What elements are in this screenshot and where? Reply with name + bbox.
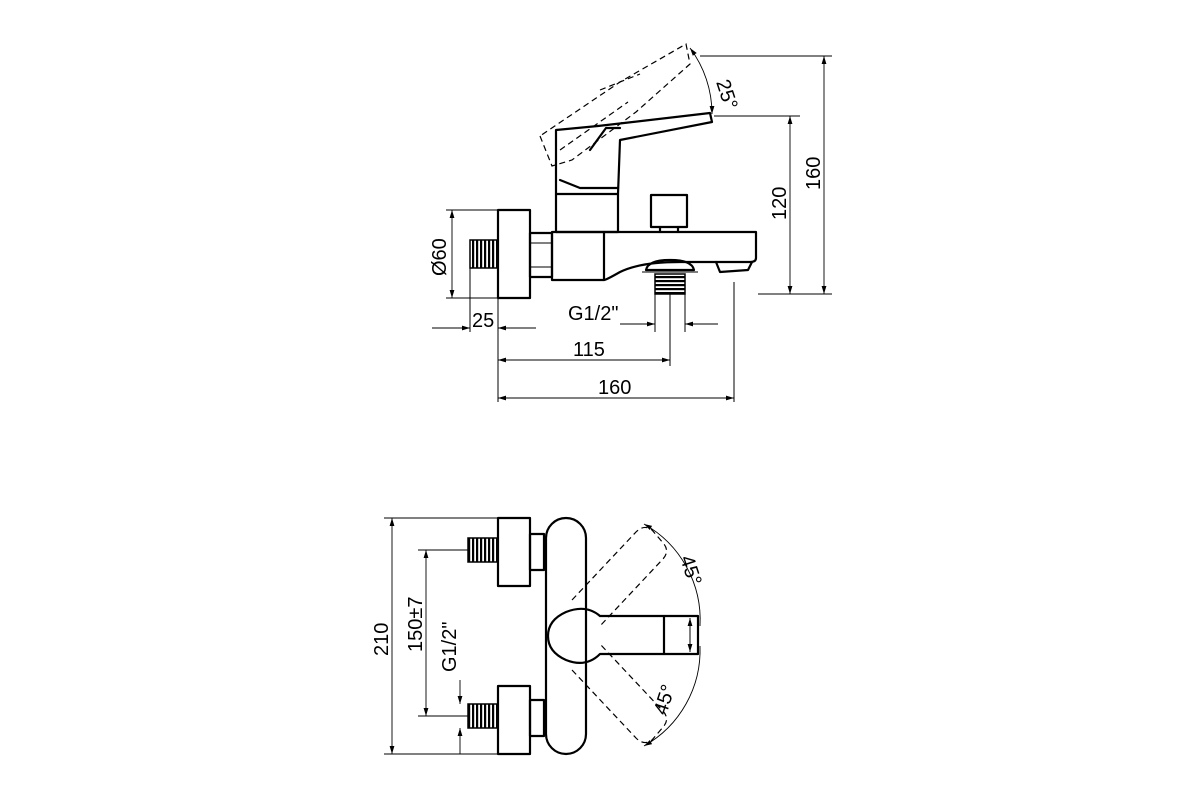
top-angle-arc-down: [643, 645, 701, 747]
dim-label-115: 115: [573, 339, 605, 361]
side-eccentric-connector: [528, 231, 554, 279]
side-diverter-knob: [649, 193, 689, 229]
side-spout-aerator: [714, 260, 754, 274]
side-angle-arc: [689, 47, 715, 115]
side-angle-label: 25°: [711, 77, 741, 113]
side-cartridge-housing: [554, 192, 620, 234]
side-wall-rosette: [496, 208, 532, 300]
dim-label-diameter: Ø60: [429, 238, 451, 276]
side-mixer-body: [550, 230, 606, 282]
dim-label-25: 25: [472, 310, 494, 332]
dim-label-160-depth: 160: [598, 377, 631, 399]
side-lever-closed: [554, 111, 714, 196]
top-lever-rotated-down: [571, 643, 668, 744]
dim-label-thread-top: G1/2": [439, 622, 461, 672]
top-lever-rotated-up: [571, 526, 668, 627]
dim-label-thread-side: G1/2": [568, 303, 618, 325]
top-angle-arc-up: [643, 523, 701, 627]
top-view: 45° 45° 210 150±7 G1/2": [371, 516, 706, 756]
side-spout: [602, 230, 758, 282]
side-inlet-thread: [469, 239, 499, 269]
dim-label-160-height: 160: [803, 157, 825, 190]
top-angle-label-up: 45°: [675, 553, 705, 589]
side-outlet-thread: [654, 273, 686, 295]
dim-label-120: 120: [769, 187, 791, 220]
side-outlet-nut: [644, 258, 696, 272]
dim-label-150: 150±7: [405, 597, 427, 652]
top-rosette-lower: [496, 684, 532, 756]
top-rosette-upper: [496, 516, 532, 588]
side-view: 25° 120 160 Ø60 25 G1/2" 115 1: [429, 43, 832, 402]
side-lever-open: [539, 43, 691, 167]
top-angle-label-down: 45°: [650, 682, 680, 718]
top-mixer-body: [544, 516, 588, 756]
top-inlet-thread-lower: [467, 703, 499, 729]
top-inlet-thread-upper: [467, 537, 499, 563]
top-lever: [546, 607, 700, 665]
dim-label-210: 210: [371, 623, 393, 656]
